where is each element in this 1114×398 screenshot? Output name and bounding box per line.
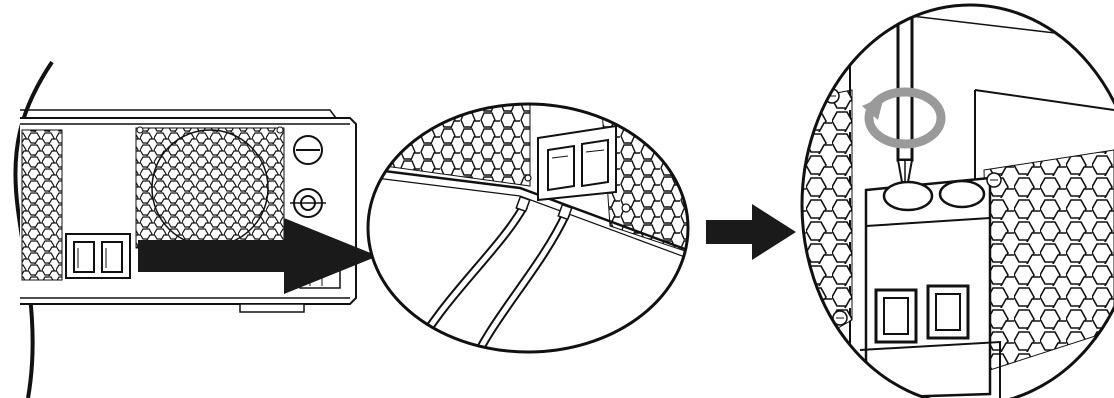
wall-outline bbox=[13, 60, 54, 398]
terminal-block-small bbox=[65, 233, 131, 279]
screwdriver-icon bbox=[896, 5, 914, 183]
terminal-wire-insertion bbox=[366, 102, 690, 354]
arrow-right-icon bbox=[706, 204, 796, 260]
arrow-right-icon bbox=[138, 218, 378, 294]
zoom-circle-right bbox=[800, 3, 1114, 398]
vent-mesh-center bbox=[135, 127, 285, 249]
screw-tightening-closeup bbox=[800, 3, 1114, 398]
rotation-arrow-icon bbox=[862, 87, 946, 149]
vent-mesh-left bbox=[21, 129, 63, 281]
zoom-circle-middle bbox=[366, 102, 690, 354]
terminal-sockets bbox=[874, 284, 970, 344]
